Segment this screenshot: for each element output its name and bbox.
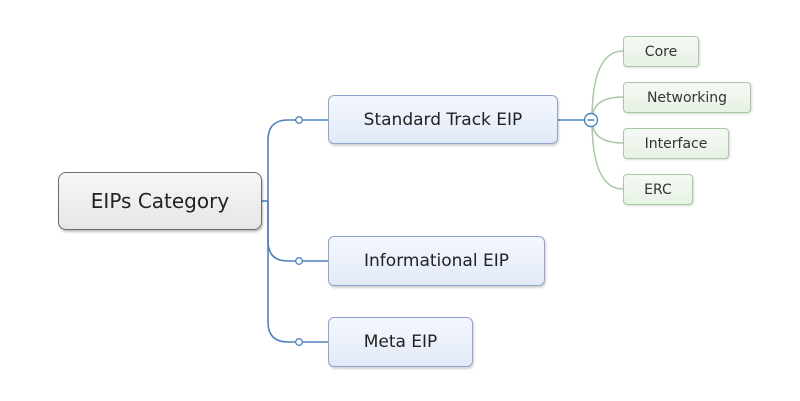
leaf-node-label: Core bbox=[644, 43, 678, 60]
connector-to-meta bbox=[267, 201, 328, 343]
connector-dot-informational bbox=[295, 257, 303, 265]
branch-node-meta[interactable]: Meta EIP bbox=[328, 317, 473, 367]
branch-node-label: Standard Track EIP bbox=[363, 109, 523, 130]
branch-node-standard-track[interactable]: Standard Track EIP bbox=[328, 95, 558, 144]
branch-node-label: Informational EIP bbox=[364, 251, 509, 271]
connector-to-erc bbox=[591, 119, 624, 190]
root-node-label: EIPs Category bbox=[90, 189, 230, 213]
connector-dot-standard-track bbox=[295, 116, 303, 124]
leaf-node-label: Networking bbox=[646, 89, 728, 106]
branch-node-informational[interactable]: Informational EIP bbox=[328, 236, 545, 286]
connector-to-core bbox=[591, 50, 624, 121]
leaf-node-core[interactable]: Core bbox=[623, 36, 699, 67]
leaf-node-erc[interactable]: ERC bbox=[623, 174, 693, 205]
leaf-node-label: Interface bbox=[644, 135, 708, 152]
leaf-node-networking[interactable]: Networking bbox=[623, 82, 751, 113]
connector-dot-meta bbox=[295, 338, 303, 346]
connector-to-informational bbox=[267, 201, 328, 262]
root-node[interactable]: EIPs Category bbox=[58, 172, 262, 230]
branch-node-label: Meta EIP bbox=[363, 332, 438, 352]
leaf-node-label: ERC bbox=[644, 181, 672, 198]
connector-to-standard-track bbox=[267, 119, 328, 201]
minus-icon[interactable] bbox=[583, 112, 599, 128]
leaf-node-interface[interactable]: Interface bbox=[623, 128, 729, 159]
